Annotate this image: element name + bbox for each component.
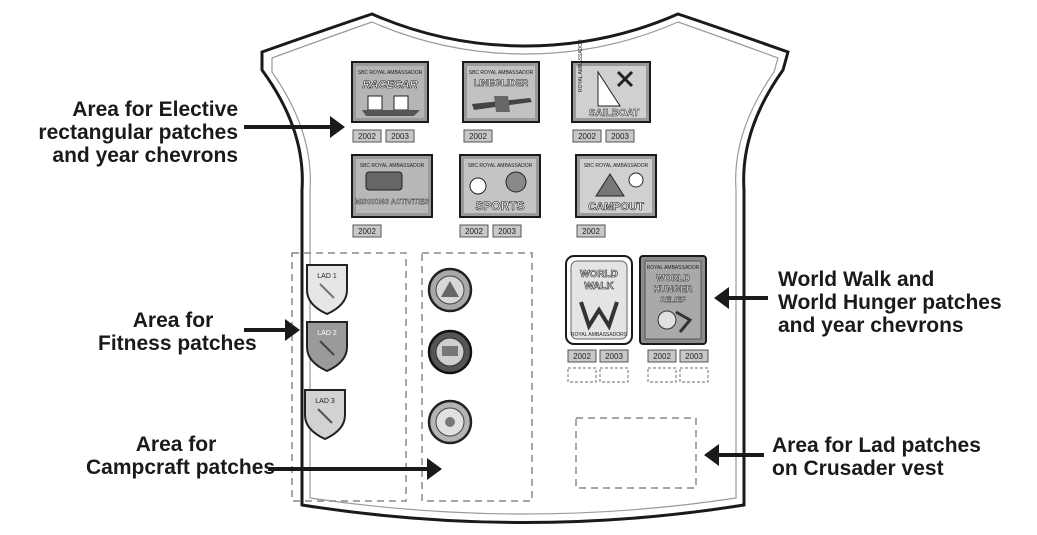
patch-title: LAD 2 xyxy=(317,330,337,337)
patch-title: SAILBOAT xyxy=(589,108,639,119)
patch-sports: SBC ROYAL AMBASSADOR SPORTS xyxy=(459,154,541,218)
patch-title: WORLD xyxy=(656,273,690,283)
chevrons-sports: 2002 2003 xyxy=(459,224,522,238)
patch-lineglider: SBC ROYAL AMBASSADOR LINEGLIDER xyxy=(462,61,540,123)
campcraft-patch-1 xyxy=(427,267,473,313)
vest-inner-trim xyxy=(271,21,779,515)
year-chevron: 2002 xyxy=(582,227,600,236)
patch-title: LINEGLIDER xyxy=(474,78,529,88)
patch-footer: ROYAL AMBASSADORS xyxy=(571,332,628,338)
year-chevron: 2003 xyxy=(391,132,409,141)
label-fitness-area: Area for Fitness patches xyxy=(98,309,257,355)
fitness-patch-lad2: LAD 2 xyxy=(306,321,348,373)
patch-title: LAD 1 xyxy=(317,273,337,280)
fitness-area-box xyxy=(291,252,407,502)
fitness-patch-lad1: LAD 1 xyxy=(306,264,348,316)
patch-sailboat: ROYAL AMBASSADOR SAILBOAT xyxy=(571,39,651,123)
patch-title: LAD 3 xyxy=(315,398,335,405)
chevrons-world-hunger: 2002 2003 xyxy=(647,349,709,383)
patch-world-hunger: ROYAL AMBASSADOR WORLD HUNGER RELIEF xyxy=(639,255,707,345)
patch-title: HUNGER xyxy=(653,284,693,294)
patch-title: WORLD xyxy=(580,269,618,280)
year-chevron: 2002 xyxy=(578,132,596,141)
lad-area-box xyxy=(575,417,697,489)
label-lad-area: Area for Lad patches on Crusader vest xyxy=(772,434,981,480)
arrow-world xyxy=(714,287,768,309)
patch-header: SBC ROYAL AMBASSADOR xyxy=(358,70,423,76)
chevrons-sailboat: 2002 2003 xyxy=(572,129,635,143)
year-chevron: 2002 xyxy=(469,132,487,141)
patch-header: ROYAL AMBASSADOR xyxy=(647,265,700,271)
patch-campout: SBC ROYAL AMBASSADOR CAMPOUT xyxy=(575,154,657,218)
year-chevron: 2002 xyxy=(653,352,671,361)
arrow-elective xyxy=(244,116,345,138)
arrow-campcraft xyxy=(268,458,442,480)
year-chevron: 2003 xyxy=(605,352,623,361)
chevrons-lineglider: 2002 xyxy=(463,129,493,143)
patch-racecar: SBC ROYAL AMBASSADOR RACECAR xyxy=(351,61,429,123)
patch-header: ROYAL AMBASSADOR xyxy=(578,39,584,92)
year-chevron: 2002 xyxy=(465,227,483,236)
campcraft-patch-2 xyxy=(427,329,473,375)
arrow-fitness xyxy=(244,319,300,341)
chevrons-campout: 2002 xyxy=(576,224,606,238)
campcraft-area-box xyxy=(421,252,533,502)
year-chevron: 2003 xyxy=(611,132,629,141)
year-chevron: 2002 xyxy=(358,227,376,236)
label-campcraft-area: Area for Campcraft patches xyxy=(86,433,276,479)
year-chevron: 2002 xyxy=(358,132,376,141)
patch-header: SBC ROYAL AMBASSADOR xyxy=(584,163,649,169)
patch-world-walk: WORLD WALK ROYAL AMBASSADORS xyxy=(565,255,633,345)
year-chevron: 2002 xyxy=(573,352,591,361)
year-chevron: 2003 xyxy=(685,352,703,361)
patch-header: SBC ROYAL AMBASSADOR xyxy=(360,163,425,169)
patch-header: SBC ROYAL AMBASSADOR xyxy=(468,163,533,169)
patch-title: CAMPOUT xyxy=(588,201,644,213)
patch-title: WALK xyxy=(584,281,614,292)
patch-header: SBC ROYAL AMBASSADOR xyxy=(469,70,534,76)
chevrons-racecar: 2002 2003 xyxy=(352,129,415,143)
year-chevron: 2003 xyxy=(498,227,516,236)
campcraft-patch-3 xyxy=(427,399,473,445)
label-world-area: World Walk and World Hunger patches and … xyxy=(778,268,1002,337)
patch-title: RELIEF xyxy=(661,297,687,304)
patch-missions-activities: SBC ROYAL AMBASSADOR MISSIONS ACTIVITIES xyxy=(351,154,433,218)
patch-title: SPORTS xyxy=(475,199,524,213)
fitness-patch-lad3: LAD 3 xyxy=(304,389,346,441)
arrow-lad xyxy=(704,444,764,466)
patch-title: RACECAR xyxy=(363,79,418,91)
patch-title: MISSIONS ACTIVITIES xyxy=(355,199,430,206)
label-elective-area: Area for Elective rectangular patches an… xyxy=(38,98,238,167)
chevrons-missions: 2002 xyxy=(352,224,382,238)
chevrons-world-walk: 2002 2003 xyxy=(567,349,629,383)
